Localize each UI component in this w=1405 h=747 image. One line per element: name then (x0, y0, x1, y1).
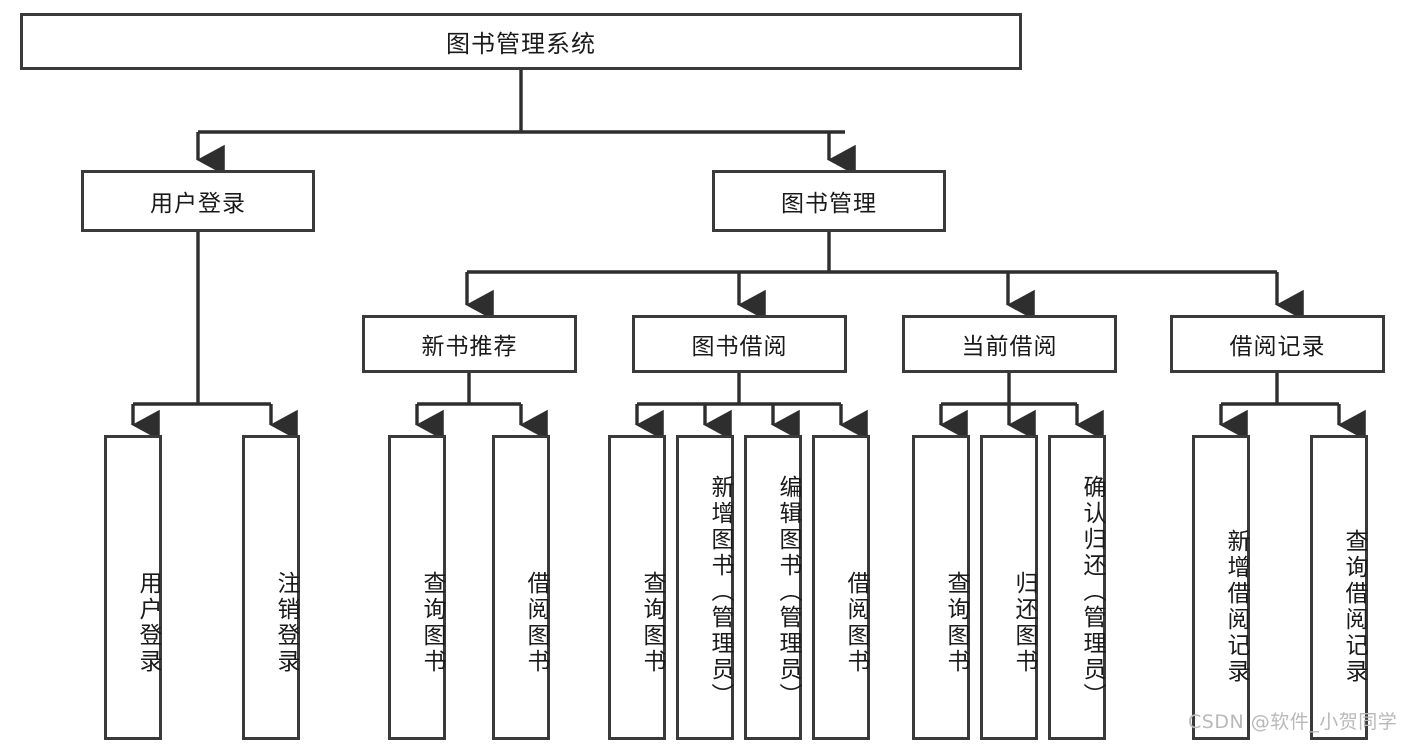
node-label: 查询图书 (943, 570, 969, 675)
leaf-add-borrow-record[interactable]: 新增借阅记录 (1192, 435, 1250, 740)
leaf-add-book-admin[interactable]: 新增图书（管理员） (676, 435, 734, 740)
node-label: 图书管理 (781, 191, 877, 217)
node-root-book-management-system[interactable]: 图书管理系统 (20, 13, 1022, 70)
leaf-query-book-borrow[interactable]: 查询图书 (608, 435, 666, 740)
leaf-query-book-recommend[interactable]: 查询图书 (388, 435, 446, 740)
leaf-borrow-book[interactable]: 借阅图书 (812, 435, 870, 740)
node-label: 用户登录 (150, 191, 246, 217)
node-label: 用户登录 (135, 570, 161, 675)
leaf-edit-book-admin[interactable]: 编辑图书（管理员） (744, 435, 802, 740)
leaf-user-login[interactable]: 用户登录 (104, 435, 162, 740)
node-label: 查询图书 (639, 570, 665, 675)
node-borrow-record[interactable]: 借阅记录 (1170, 315, 1385, 373)
leaf-borrow-book-recommend[interactable]: 借阅图书 (492, 435, 550, 740)
leaf-query-book-current[interactable]: 查询图书 (912, 435, 970, 740)
node-label: 注销登录 (273, 570, 299, 675)
watermark-text: CSDN @软件_小贺同学 (1188, 711, 1398, 733)
node-label: 新增图书（管理员） (707, 474, 733, 709)
node-label: 图书管理系统 (446, 30, 596, 58)
node-user-login[interactable]: 用户登录 (81, 170, 315, 232)
node-current-borrow[interactable]: 当前借阅 (902, 315, 1117, 373)
leaf-confirm-return-admin[interactable]: 确认归还（管理员） (1048, 435, 1106, 740)
leaf-query-borrow-record[interactable]: 查询借阅记录 (1310, 435, 1368, 740)
node-label: 当前借阅 (961, 334, 1058, 360)
node-label: 编辑图书（管理员） (775, 474, 801, 709)
leaf-logout-login[interactable]: 注销登录 (242, 435, 300, 740)
node-label: 新增借阅记录 (1223, 528, 1249, 685)
node-book-borrow[interactable]: 图书借阅 (632, 315, 847, 373)
node-label: 确认归还（管理员） (1079, 474, 1105, 709)
node-book-management[interactable]: 图书管理 (712, 170, 946, 232)
node-label: 归还图书 (1011, 570, 1037, 675)
node-label: 新书推荐 (421, 334, 518, 360)
node-label: 借阅图书 (523, 570, 549, 675)
node-label: 查询图书 (419, 570, 445, 675)
node-label: 借阅记录 (1229, 334, 1326, 360)
node-label: 图书借阅 (691, 334, 788, 360)
node-label: 借阅图书 (843, 570, 869, 675)
node-new-book-recommend[interactable]: 新书推荐 (362, 315, 577, 373)
node-label: 查询借阅记录 (1341, 528, 1367, 685)
leaf-return-book[interactable]: 归还图书 (980, 435, 1038, 740)
